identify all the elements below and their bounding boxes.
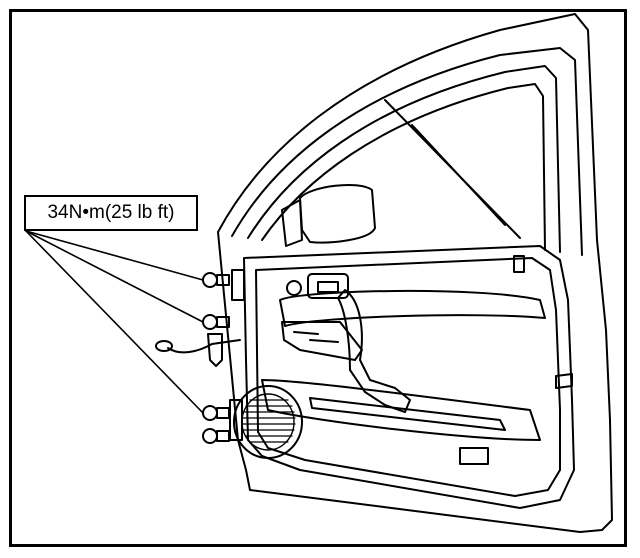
switch-buttons xyxy=(293,331,339,343)
courtesy-lamp xyxy=(459,447,489,465)
leader-line-1 xyxy=(25,230,204,281)
diagram-frame xyxy=(9,9,627,547)
leader-line-2 xyxy=(25,230,204,323)
harness-bracket xyxy=(207,333,223,367)
window-switch-panel xyxy=(281,321,363,361)
speaker-grille xyxy=(233,385,303,459)
upper-hinge-bolt-icon xyxy=(202,272,230,288)
speaker-grille-slots xyxy=(242,399,296,443)
map-pocket-lip xyxy=(309,397,506,431)
inner-door-handle xyxy=(307,273,349,299)
upper-hinge-plate xyxy=(231,269,245,301)
door-outer-shell xyxy=(217,13,613,533)
window-frame-inner-2 xyxy=(261,83,546,251)
armrest-upper xyxy=(279,289,546,327)
latch-plate xyxy=(555,373,573,389)
leader-line-3 xyxy=(25,230,204,414)
lock-knob xyxy=(286,280,302,296)
window-frame-inner xyxy=(247,65,561,253)
torque-callout: 34N•m(25 lb ft) xyxy=(24,195,198,231)
wire-harness xyxy=(167,339,241,354)
torque-label: 34N•m(25 lb ft) xyxy=(47,202,175,223)
door-trim-panel xyxy=(243,245,575,509)
side-mirror-mount xyxy=(281,199,303,247)
glass-reflection-2 xyxy=(411,124,506,226)
window-frame-outer xyxy=(231,47,583,256)
door-pull-grip xyxy=(337,289,411,413)
door-trim-inner-edge xyxy=(255,257,561,497)
lower-hinge-bolt-icon xyxy=(202,405,230,421)
upper-hinge-bolt-2-icon xyxy=(202,314,230,330)
harness-connector-icon xyxy=(155,340,173,352)
lower-hinge-plate xyxy=(229,399,243,441)
handle-recess xyxy=(317,281,339,293)
side-mirror xyxy=(299,184,376,244)
lower-hinge-bolt-2-icon xyxy=(202,428,230,444)
window-tab xyxy=(513,255,525,273)
map-pocket xyxy=(261,379,541,441)
